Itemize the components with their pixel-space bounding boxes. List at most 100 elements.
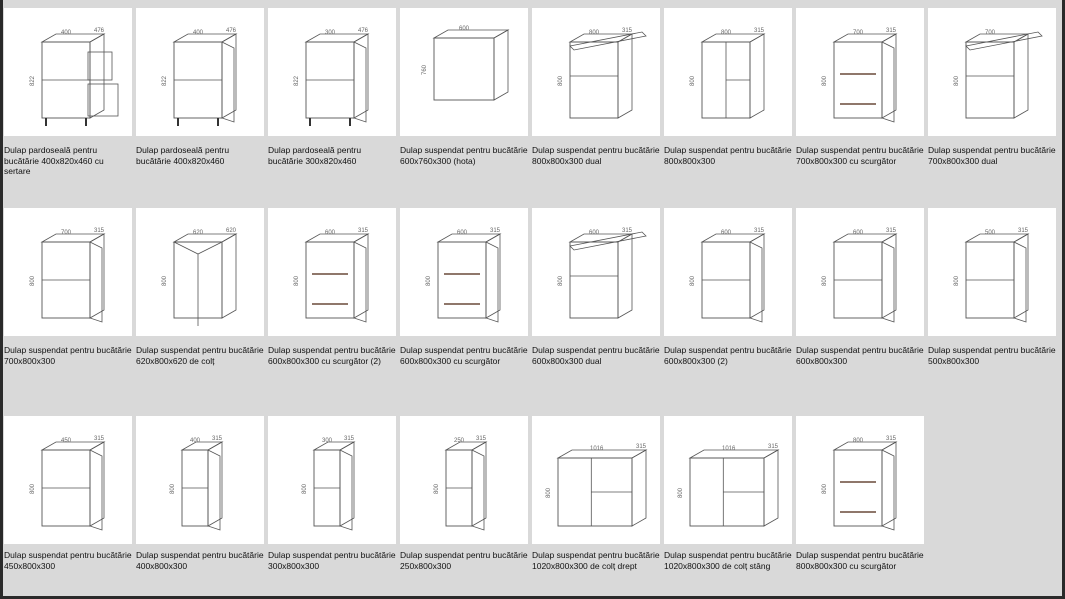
width-dimension: 1016 bbox=[722, 446, 736, 452]
height-dimension: 800 bbox=[302, 483, 308, 494]
width-dimension: 700 bbox=[985, 30, 996, 36]
height-dimension: 800 bbox=[822, 75, 828, 86]
height-dimension: 800 bbox=[954, 75, 960, 86]
product-caption[interactable]: Dulap suspendat pentru bucătărie 620x800… bbox=[136, 345, 264, 366]
width-dimension: 800 bbox=[721, 30, 732, 36]
product-caption[interactable]: Dulap suspendat pentru bucătărie 800x800… bbox=[796, 550, 924, 571]
height-dimension: 800 bbox=[294, 275, 300, 286]
product-image[interactable]: 800 315 800 bbox=[664, 8, 792, 136]
product-caption[interactable]: Dulap suspendat pentru bucătărie 600x800… bbox=[400, 345, 528, 366]
depth-dimension: 476 bbox=[358, 28, 369, 34]
product-caption[interactable]: Dulap suspendat pentru bucătărie 700x800… bbox=[796, 145, 924, 166]
width-dimension: 250 bbox=[454, 438, 465, 444]
product-image[interactable]: 600 315 800 bbox=[268, 208, 396, 336]
width-dimension: 800 bbox=[853, 438, 864, 444]
product-caption[interactable]: Dulap suspendat pentru bucătărie 1020x80… bbox=[664, 550, 792, 571]
width-dimension: 600 bbox=[853, 230, 864, 236]
depth-dimension: 315 bbox=[636, 444, 647, 450]
depth-dimension: 620 bbox=[226, 228, 237, 234]
product-caption[interactable]: Dulap suspendat pentru bucătărie 600x800… bbox=[796, 345, 924, 366]
product-caption[interactable]: Dulap suspendat pentru bucătărie 400x800… bbox=[136, 550, 264, 571]
depth-dimension: 315 bbox=[886, 436, 897, 442]
depth-dimension: 315 bbox=[768, 444, 779, 450]
depth-dimension: 315 bbox=[358, 228, 369, 234]
depth-dimension: 315 bbox=[754, 28, 765, 34]
depth-dimension: 315 bbox=[344, 436, 355, 442]
height-dimension: 800 bbox=[690, 75, 696, 86]
product-caption[interactable]: Dulap suspendat pentru bucătărie 300x800… bbox=[268, 550, 396, 571]
product-caption[interactable]: Dulap suspendat pentru bucătărie 450x800… bbox=[4, 550, 132, 571]
height-dimension: 800 bbox=[170, 483, 176, 494]
width-dimension: 600 bbox=[459, 26, 470, 32]
cabinet-drawing: 700 800 bbox=[954, 30, 1043, 119]
width-dimension: 620 bbox=[193, 230, 204, 236]
height-dimension: 822 bbox=[162, 75, 168, 86]
cabinet-drawing: 1016 315 800 bbox=[678, 444, 780, 527]
product-image[interactable]: 700 800 bbox=[928, 8, 1056, 136]
depth-dimension: 476 bbox=[94, 28, 105, 34]
product-caption[interactable]: Dulap suspendat pentru bucătărie 800x800… bbox=[532, 145, 660, 166]
product-caption[interactable]: Dulap pardoseală pentru bucătărie 400x82… bbox=[136, 145, 230, 166]
product-caption[interactable]: Dulap suspendat pentru bucătărie 600x800… bbox=[532, 345, 660, 366]
product-caption[interactable]: Dulap pardoseală pentru bucătărie 300x82… bbox=[268, 145, 362, 166]
product-caption[interactable]: Dulap suspendat pentru bucătărie 1020x80… bbox=[532, 550, 660, 571]
depth-dimension: 315 bbox=[754, 228, 765, 234]
product-caption[interactable]: Dulap suspendat pentru bucătărie 800x800… bbox=[664, 145, 792, 166]
height-dimension: 800 bbox=[678, 487, 684, 498]
height-dimension: 760 bbox=[422, 64, 428, 75]
product-caption[interactable]: Dulap pardoseală pentru bucătărie 400x82… bbox=[4, 145, 104, 176]
depth-dimension: 315 bbox=[212, 436, 223, 442]
width-dimension: 800 bbox=[589, 30, 600, 36]
height-dimension: 800 bbox=[558, 75, 564, 86]
width-dimension: 600 bbox=[589, 230, 600, 236]
depth-dimension: 476 bbox=[226, 28, 237, 34]
product-caption[interactable]: Dulap suspendat pentru bucătărie 250x800… bbox=[400, 550, 528, 571]
height-dimension: 822 bbox=[294, 75, 300, 86]
product-image[interactable]: 1016 315 800 bbox=[664, 416, 792, 544]
product-caption[interactable]: Dulap suspendat pentru bucătărie 700x800… bbox=[928, 145, 1056, 166]
product-caption[interactable]: Dulap suspendat pentru bucătărie 500x800… bbox=[928, 345, 1056, 366]
height-dimension: 800 bbox=[954, 275, 960, 286]
product-caption[interactable]: Dulap suspendat pentru bucătărie 600x800… bbox=[664, 345, 792, 366]
width-dimension: 600 bbox=[325, 230, 336, 236]
height-dimension: 800 bbox=[30, 483, 36, 494]
product-caption[interactable]: Dulap suspendat pentru bucătărie 600x760… bbox=[400, 145, 528, 166]
height-dimension: 800 bbox=[426, 275, 432, 286]
product-image[interactable]: 600 760 bbox=[400, 8, 528, 136]
cabinet-drawing: 800 315 800 bbox=[690, 28, 766, 119]
product-caption[interactable]: Dulap suspendat pentru bucătărie 700x800… bbox=[4, 345, 132, 366]
cabinet-drawing: 600 315 800 bbox=[294, 228, 370, 323]
product-caption[interactable]: Dulap suspendat pentru bucătărie 600x800… bbox=[268, 345, 396, 366]
